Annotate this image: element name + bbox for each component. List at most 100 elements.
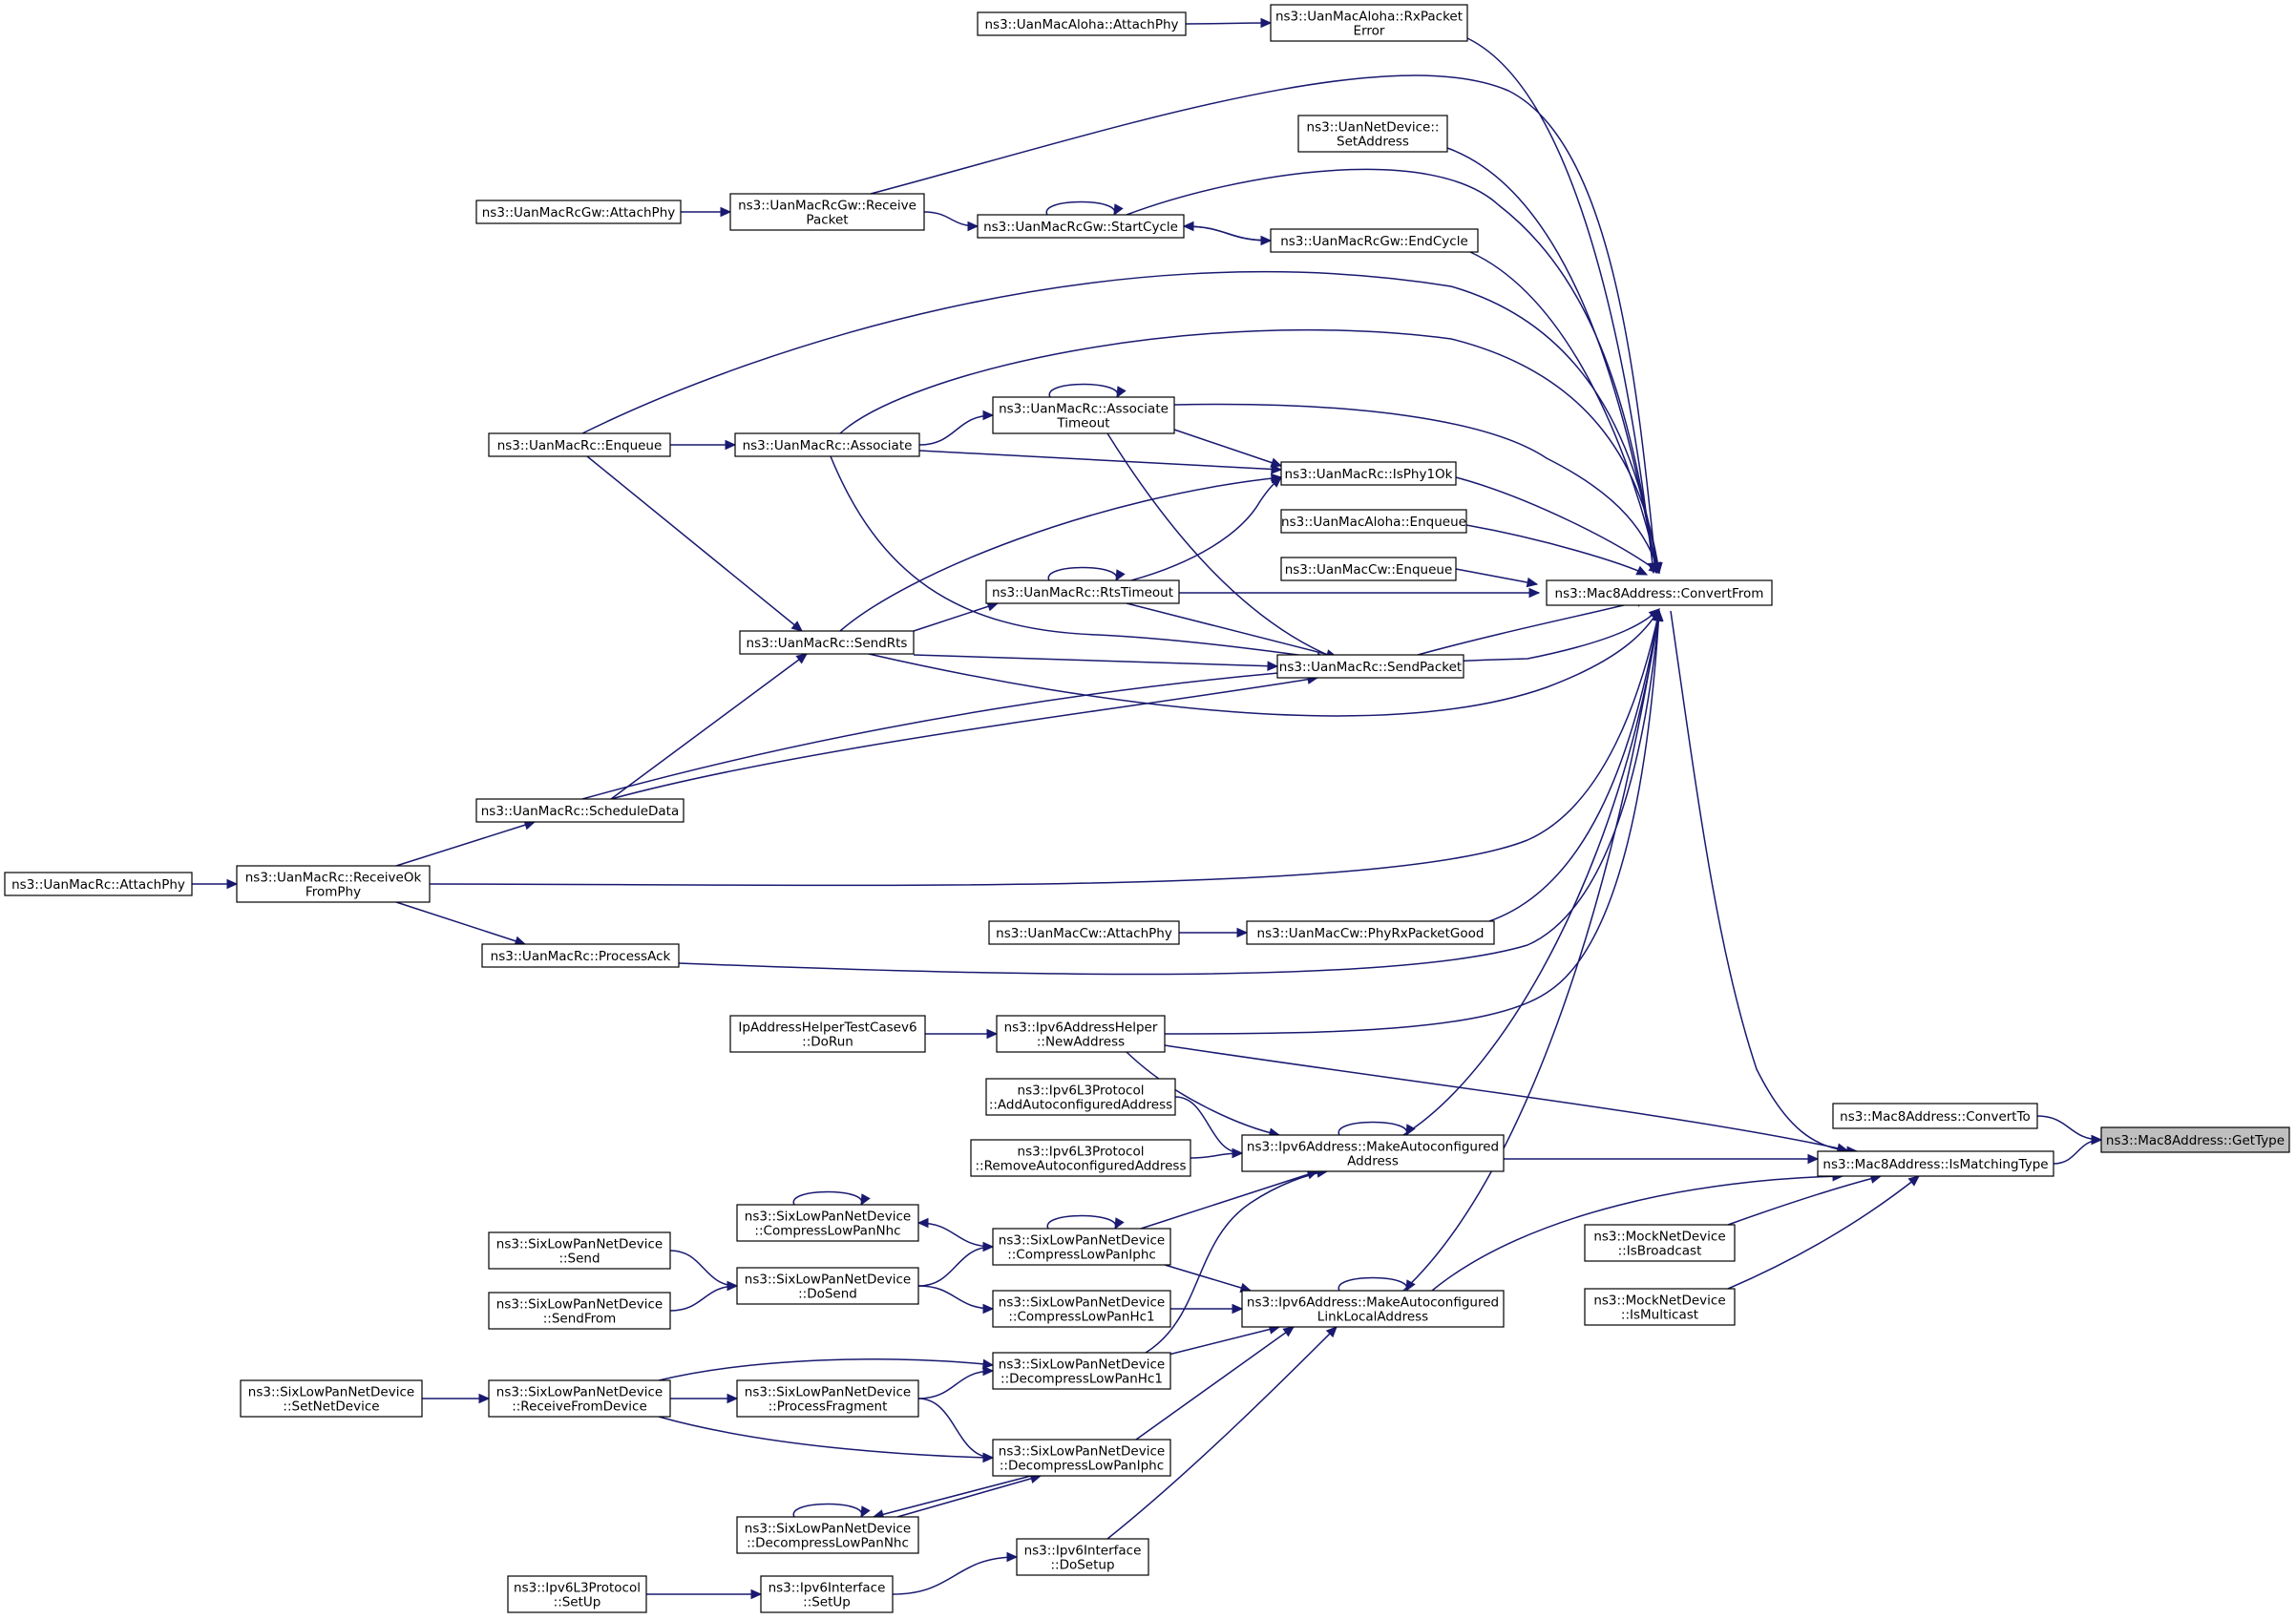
node-doSend[interactable]: ns3::SixLowPanNetDevice::DoSend <box>736 1267 919 1305</box>
node-box[interactable] <box>1832 1103 2038 1129</box>
node-ipAddrTestRun[interactable]: IpAddressHelperTestCasev6::DoRun <box>729 1015 926 1053</box>
node-box[interactable] <box>970 1139 1191 1177</box>
node-box[interactable] <box>1297 115 1448 153</box>
node-box[interactable] <box>729 1015 926 1053</box>
node-box[interactable] <box>985 1078 1176 1116</box>
node-box[interactable] <box>996 1015 1166 1053</box>
node-box[interactable] <box>977 214 1185 239</box>
node-box[interactable] <box>1276 654 1464 679</box>
node-box[interactable] <box>992 1439 1171 1477</box>
node-makeAutoconf[interactable]: ns3::Ipv6Address::MakeAutoconfiguredAddr… <box>1241 1134 1505 1172</box>
node-rcgwAttachPhy[interactable]: ns3::UanMacRcGw::AttachPhy <box>475 200 682 224</box>
node-box[interactable] <box>236 865 431 903</box>
node-getType[interactable]: ns3::Mac8Address::GetType <box>2100 1126 2290 1153</box>
node-removeAutoconf[interactable]: ns3::Ipv6L3Protocol::RemoveAutoconfigure… <box>970 1139 1191 1177</box>
node-box[interactable] <box>1270 4 1468 42</box>
node-rcEnqueue[interactable]: ns3::UanMacRc::Enqueue <box>488 432 671 457</box>
node-addAutoconf[interactable]: ns3::Ipv6L3Protocol::AddAutoconfiguredAd… <box>985 1078 1176 1116</box>
node-rcScheduleData[interactable]: ns3::UanMacRc::ScheduleData <box>475 798 685 823</box>
node-rcAssociate[interactable]: ns3::UanMacRc::Associate <box>734 432 920 457</box>
edge-arrowhead <box>986 1028 999 1040</box>
node-box[interactable] <box>736 1516 919 1554</box>
node-box[interactable] <box>985 579 1180 604</box>
node-receiveFromDevice[interactable]: ns3::SixLowPanNetDevice::ReceiveFromDevi… <box>488 1379 671 1418</box>
node-ipv6NewAddress[interactable]: ns3::Ipv6AddressHelper::NewAddress <box>996 1015 1166 1053</box>
node-box[interactable] <box>1584 1224 1736 1262</box>
node-cwAttachPhy[interactable]: ns3::UanMacCw::AttachPhy <box>988 920 1180 945</box>
node-compressIphc[interactable]: ns3::SixLowPanNetDevice::CompressLowPanI… <box>992 1228 1171 1266</box>
node-box[interactable] <box>1817 1150 2054 1177</box>
node-alohaAttachPhy[interactable]: ns3::UanMacAloha::AttachPhy <box>977 11 1187 36</box>
node-box[interactable] <box>992 1228 1171 1266</box>
node-uanNetSetAddress[interactable]: ns3::UanNetDevice::SetAddress <box>1297 115 1448 153</box>
node-convertFrom[interactable]: ns3::Mac8Address::ConvertFrom <box>1546 579 1773 606</box>
node-processFragment[interactable]: ns3::SixLowPanNetDevice::ProcessFragment <box>736 1379 919 1418</box>
node-box[interactable] <box>736 1379 919 1418</box>
node-box[interactable] <box>1546 579 1773 606</box>
node-slpSendFrom[interactable]: ns3::SixLowPanNetDevice::SendFrom <box>488 1292 671 1330</box>
node-rcgwEndCycle[interactable]: ns3::UanMacRcGw::EndCycle <box>1270 228 1479 253</box>
node-box[interactable] <box>481 943 680 968</box>
node-box[interactable] <box>4 872 193 896</box>
node-convertTo[interactable]: ns3::Mac8Address::ConvertTo <box>1832 1103 2038 1129</box>
node-mockIsMulticast[interactable]: ns3::MockNetDevice::IsMulticast <box>1584 1288 1736 1326</box>
node-decompressIphc[interactable]: ns3::SixLowPanNetDevice::DecompressLowPa… <box>992 1439 1171 1477</box>
node-compressNhc[interactable]: ns3::SixLowPanNetDevice::CompressLowPanN… <box>736 1204 919 1242</box>
node-rcSendRts[interactable]: ns3::UanMacRc::SendRts <box>739 630 915 655</box>
edge-line <box>870 74 1657 574</box>
node-mockIsBroadcast[interactable]: ns3::MockNetDevice::IsBroadcast <box>1584 1224 1736 1262</box>
node-box[interactable] <box>1246 920 1495 945</box>
node-box[interactable] <box>736 1267 919 1305</box>
node-box[interactable] <box>2100 1126 2290 1153</box>
node-rcSendPacket[interactable]: ns3::UanMacRc::SendPacket <box>1276 654 1464 679</box>
node-box[interactable] <box>1280 461 1457 486</box>
node-rcAttachPhy[interactable]: ns3::UanMacRc::AttachPhy <box>4 872 193 896</box>
node-box[interactable] <box>507 1575 647 1613</box>
node-ipv6IfDoSetup[interactable]: ns3::Ipv6Interface::DoSetup <box>1016 1538 1149 1576</box>
node-box[interactable] <box>1270 228 1479 253</box>
node-box[interactable] <box>475 200 682 224</box>
node-box[interactable] <box>1584 1288 1736 1326</box>
node-box[interactable] <box>1016 1538 1149 1576</box>
node-box[interactable] <box>760 1575 894 1613</box>
node-box[interactable] <box>488 1379 671 1418</box>
node-compressHc1[interactable]: ns3::SixLowPanNetDevice::CompressLowPanH… <box>992 1290 1171 1328</box>
node-box[interactable] <box>736 1204 919 1242</box>
node-box[interactable] <box>992 396 1175 434</box>
node-alohaEnqueue[interactable]: ns3::UanMacAloha::Enqueue <box>1280 509 1467 534</box>
node-rcRtsTimeout[interactable]: ns3::UanMacRc::RtsTimeout <box>985 579 1180 604</box>
node-box[interactable] <box>1241 1134 1505 1172</box>
node-ipv6L3SetUp[interactable]: ns3::Ipv6L3Protocol::SetUp <box>507 1575 647 1613</box>
node-box[interactable] <box>734 432 920 457</box>
node-box[interactable] <box>1280 509 1467 534</box>
node-box[interactable] <box>488 1231 671 1270</box>
node-box[interactable] <box>729 193 925 231</box>
node-cwPhyRxGood[interactable]: ns3::UanMacCw::PhyRxPacketGood <box>1246 920 1495 945</box>
node-rcIsPhy1Ok[interactable]: ns3::UanMacRc::IsPhy1Ok <box>1280 461 1457 486</box>
node-makeAutoconfLL[interactable]: ns3::Ipv6Address::MakeAutoconfiguredLink… <box>1241 1290 1505 1328</box>
node-cwEnqueue[interactable]: ns3::UanMacCw::Enqueue <box>1280 557 1457 581</box>
node-rcProcessAck[interactable]: ns3::UanMacRc::ProcessAck <box>481 943 680 968</box>
node-box[interactable] <box>488 1292 671 1330</box>
node-box[interactable] <box>977 11 1187 36</box>
node-isMatchingType[interactable]: ns3::Mac8Address::IsMatchingType <box>1817 1150 2054 1177</box>
node-ipv6IfSetUp[interactable]: ns3::Ipv6Interface::SetUp <box>760 1575 894 1613</box>
node-rcgwStartCycle[interactable]: ns3::UanMacRcGw::StartCycle <box>977 214 1185 239</box>
node-box[interactable] <box>488 432 671 457</box>
node-box[interactable] <box>992 1352 1171 1390</box>
node-box[interactable] <box>988 920 1180 945</box>
node-decompressNhc[interactable]: ns3::SixLowPanNetDevice::DecompressLowPa… <box>736 1516 919 1554</box>
node-box[interactable] <box>739 630 915 655</box>
node-setNetDevice[interactable]: ns3::SixLowPanNetDevice::SetNetDevice <box>240 1379 423 1418</box>
node-box[interactable] <box>475 798 685 823</box>
node-slpSend[interactable]: ns3::SixLowPanNetDevice::Send <box>488 1231 671 1270</box>
node-decompressHc1[interactable]: ns3::SixLowPanNetDevice::DecompressLowPa… <box>992 1352 1171 1390</box>
node-box[interactable] <box>240 1379 423 1418</box>
node-box[interactable] <box>1280 557 1457 581</box>
node-box[interactable] <box>1241 1290 1505 1328</box>
node-box[interactable] <box>992 1290 1171 1328</box>
